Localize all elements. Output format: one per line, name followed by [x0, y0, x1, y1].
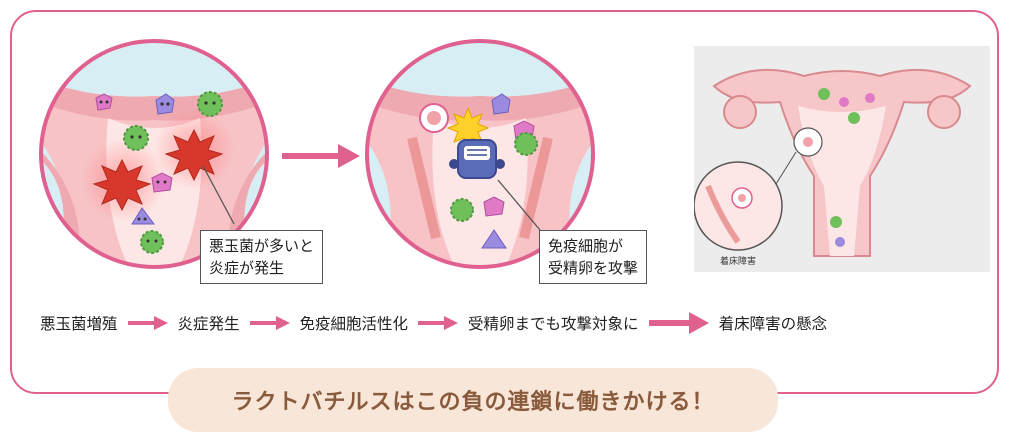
callout-immune-attack: 免疫細胞が 受精卵を攻撃: [539, 230, 648, 284]
footer-message: ラクトバチルスはこの負の連鎖に働きかける！: [231, 390, 715, 415]
callout-immune-line1: 免疫細胞が: [548, 237, 624, 255]
flow-step-egg-attack: 受精卵までも攻撃対象に: [468, 315, 639, 333]
bacteria-pink-1: [95, 93, 113, 111]
flow-arrow-icon: [418, 316, 459, 330]
bacteria-green-3: [140, 230, 164, 254]
uterus-overview-illustration: 着床障害: [694, 46, 990, 272]
cause-effect-flow: 悪玉菌増殖 炎症発生 免疫細胞活性化 受精卵までも攻撃対象に 着床障害の懸念: [40, 308, 827, 338]
callout-pointer: [202, 165, 235, 225]
callout-pointer: [497, 179, 541, 231]
fertilized-egg-icon: [793, 127, 823, 157]
transition-arrow-icon: [282, 144, 360, 168]
bacteria-green-1: [197, 91, 223, 117]
bacteria-pink-2: [151, 172, 173, 193]
bacteria-purple-2: [481, 229, 507, 249]
bacteria-green-2: [123, 125, 149, 151]
bacteria-green-2: [450, 198, 474, 222]
footer-banner: [168, 368, 778, 432]
fertilized-egg-icon: [419, 103, 449, 133]
inflammation-burst-icon: [164, 128, 224, 182]
magnified-view-inset: [694, 151, 797, 251]
flow-step-bacteria-growth: 悪玉菌増殖: [40, 315, 118, 333]
flow-step-immune-activation: 免疫細胞活性化: [299, 315, 409, 333]
uterus-closeup-illustration-2: [365, 39, 595, 269]
bacteria-purple-1: [491, 93, 511, 115]
callout-inflammation-line1: 悪玉菌が多いと: [209, 237, 315, 255]
panel-implantation-failure: 着床障害: [694, 46, 990, 272]
bacteria-green-1: [514, 132, 538, 156]
inflammation-burst-icon: [92, 158, 152, 212]
bacteria-pink-2: [483, 196, 505, 217]
flow-arrow-icon: [249, 316, 290, 330]
callout-inflammation: 悪玉菌が多いと 炎症が発生: [200, 230, 324, 284]
implantation-failure-label: 着床障害: [720, 255, 756, 267]
bacteria-purple-1: [155, 93, 175, 115]
immune-cell-icon: [449, 139, 505, 179]
flow-arrow-icon: [127, 316, 168, 330]
callout-inflammation-line2: 炎症が発生: [209, 259, 285, 277]
flow-step-implantation-concern: 着床障害の懸念: [718, 315, 828, 333]
panel-inflammation: [38, 38, 270, 270]
panel-immune-attack: [364, 38, 596, 270]
flow-arrow-large-icon: [648, 312, 709, 334]
flow-step-inflammation: 炎症発生: [177, 315, 240, 333]
callout-immune-line2: 受精卵を攻撃: [548, 259, 639, 277]
uterus-closeup-illustration-1: [39, 39, 269, 269]
bacteria-purple-2: [131, 207, 155, 225]
